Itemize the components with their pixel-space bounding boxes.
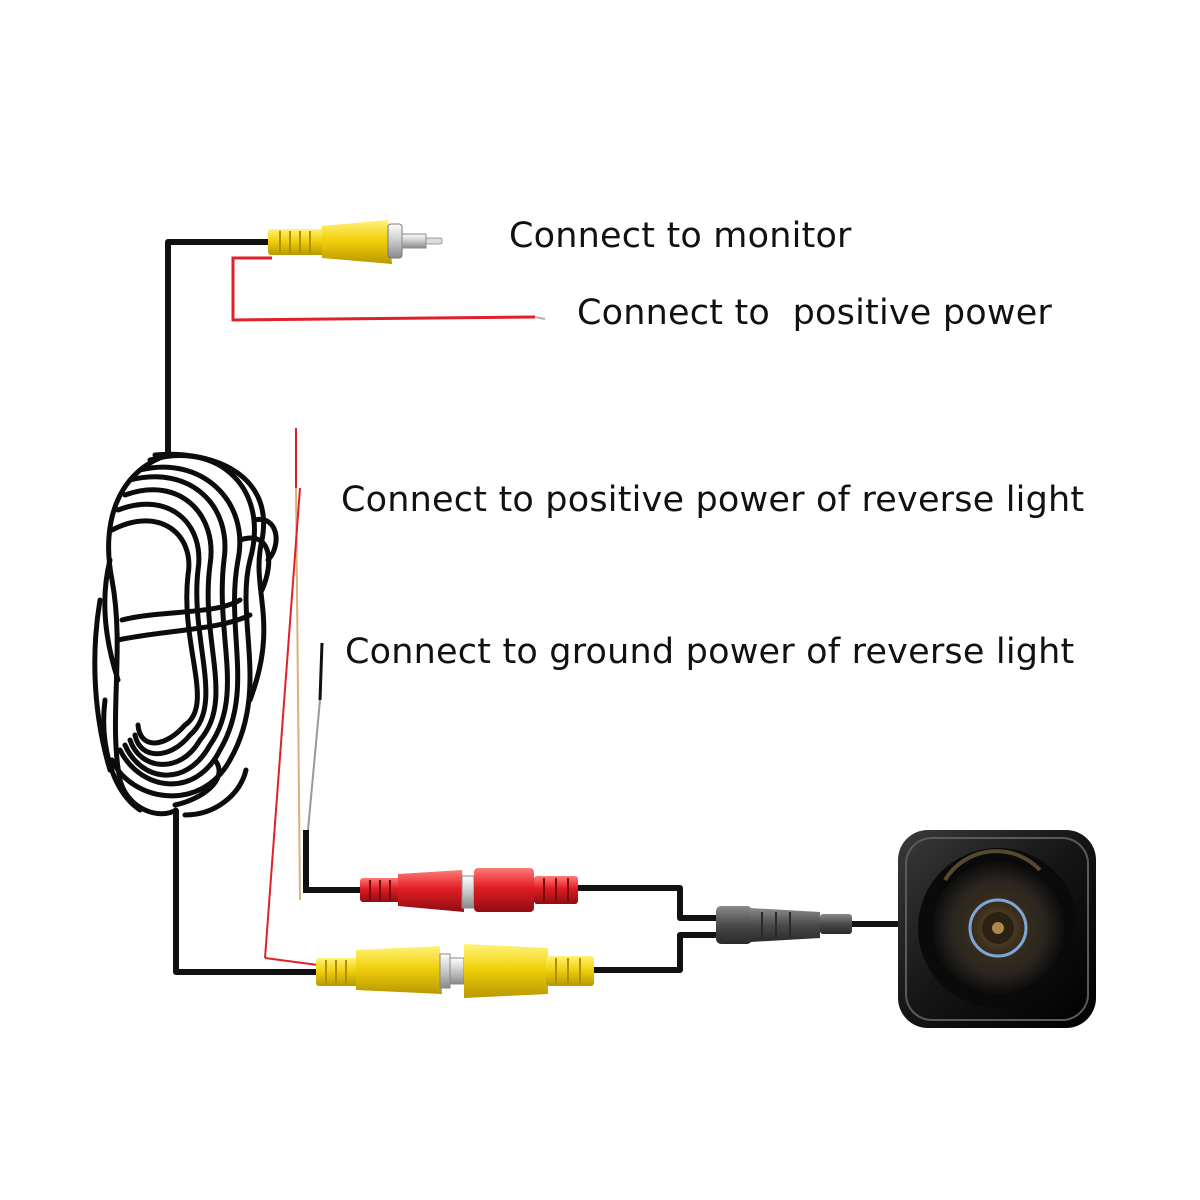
splitter-connector (716, 906, 852, 944)
positive-power-wire (231, 256, 536, 322)
dc-power-connector (360, 868, 578, 912)
camera-wires (578, 885, 905, 973)
label-connect-positive-power: Connect to positive power (577, 293, 1053, 333)
reverse-light-wires (264, 428, 362, 966)
coiled-cable-icon (92, 451, 279, 818)
backup-camera-icon (898, 830, 1096, 1028)
rca-video-connector (316, 944, 594, 998)
label-reverse-light-positive: Connect to positive power of reverse lig… (341, 480, 1085, 520)
label-reverse-light-ground: Connect to ground power of reverse light (345, 632, 1075, 672)
main-cable (165, 239, 318, 975)
label-connect-monitor: Connect to monitor (509, 216, 852, 256)
rca-plug-monitor (268, 220, 443, 264)
